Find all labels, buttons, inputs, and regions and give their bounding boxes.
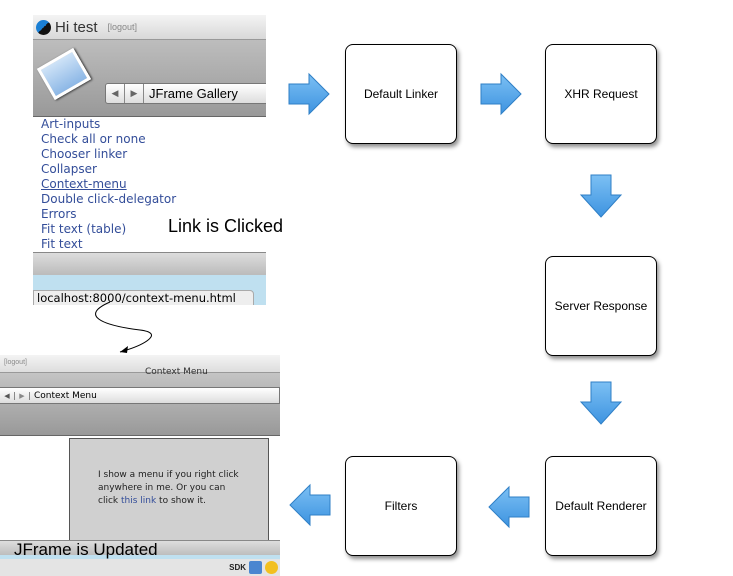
logout-link[interactable]: [logout] <box>107 22 138 32</box>
arrow-right-icon <box>288 72 330 116</box>
title-bar: [logout] <box>0 355 280 373</box>
node-xhr-request: XHR Request <box>545 44 657 144</box>
node-filters: Filters <box>345 456 457 556</box>
logout-link[interactable]: [logout] <box>4 359 27 366</box>
node-default-linker: Default Linker <box>345 44 457 144</box>
back-icon[interactable]: ◀ <box>0 391 15 400</box>
list-link[interactable]: Art-inputs <box>41 117 101 131</box>
toolbar: Context Menu ◀ ▶ Context Menu <box>0 367 280 436</box>
arrow-left-icon <box>289 483 331 527</box>
node-default-renderer: Default Renderer <box>545 456 657 556</box>
nav-bar: ◀ ▶ JFrame Gallery <box>105 83 266 104</box>
footer-bar <box>0 540 280 556</box>
arrow-down-icon <box>579 174 623 218</box>
title-bar: Hi test [logout] <box>33 15 266 40</box>
window-title: Context Menu <box>145 367 208 377</box>
arrow-left-icon <box>488 485 530 529</box>
list-link[interactable]: Collapser <box>41 162 97 176</box>
context-menu-demo-box[interactable]: I show a menu if you right click anywher… <box>69 438 269 550</box>
nav-title: JFrame Gallery <box>149 86 238 101</box>
browser-strip <box>0 555 280 559</box>
updated-screenshot: [logout] Context Menu ◀ ▶ Context Menu I… <box>0 355 280 576</box>
list-link[interactable]: Errors <box>41 207 77 221</box>
gallery-app-icon <box>36 47 92 101</box>
forward-icon[interactable]: ▶ <box>15 391 30 400</box>
node-server-response: Server Response <box>545 256 657 356</box>
back-icon[interactable]: ◀ <box>106 84 125 103</box>
list-link[interactable]: Double click-delegator <box>41 192 177 206</box>
this-link[interactable]: this link <box>120 496 157 506</box>
sdk-label: SDK <box>229 563 246 572</box>
gallery-screenshot: Hi test [logout] ◀ ▶ JFrame Gallery Art-… <box>33 15 266 305</box>
forward-icon[interactable]: ▶ <box>125 84 144 103</box>
logo-icon <box>36 19 51 35</box>
nav-title: Context Menu <box>34 390 97 401</box>
arrow-right-icon <box>480 72 522 116</box>
list-link[interactable]: Chooser linker <box>41 147 128 161</box>
app-icon[interactable] <box>265 561 278 574</box>
list-link[interactable]: Check all or none <box>41 132 146 146</box>
demo-text: I show a menu if you right click anywher… <box>98 470 239 506</box>
status-url: localhost:8000/context-menu.html <box>33 290 254 305</box>
demo-list: Art-inputs Check all or none Chooser lin… <box>33 117 266 252</box>
arrow-down-icon <box>579 381 623 425</box>
toolbar: ◀ ▶ JFrame Gallery <box>33 40 266 117</box>
dock: SDK <box>0 559 280 576</box>
demo-text-end: to show it. <box>156 496 206 506</box>
list-link[interactable]: Fit text <box>41 237 83 251</box>
app-icon[interactable] <box>249 561 262 574</box>
list-link-active[interactable]: Context-menu <box>41 177 127 191</box>
footer-bar <box>33 252 266 275</box>
greeting: Hi test <box>55 18 98 36</box>
link-clicked-label: Link is Clicked <box>168 216 284 236</box>
list-link[interactable]: Fit text (table) <box>41 222 127 236</box>
jframe-updated-label: JFrame is Updated <box>14 540 158 559</box>
curvy-connector <box>95 301 152 353</box>
nav-bar: ◀ ▶ Context Menu <box>0 387 280 404</box>
connector-arrowhead-icon <box>120 346 128 353</box>
